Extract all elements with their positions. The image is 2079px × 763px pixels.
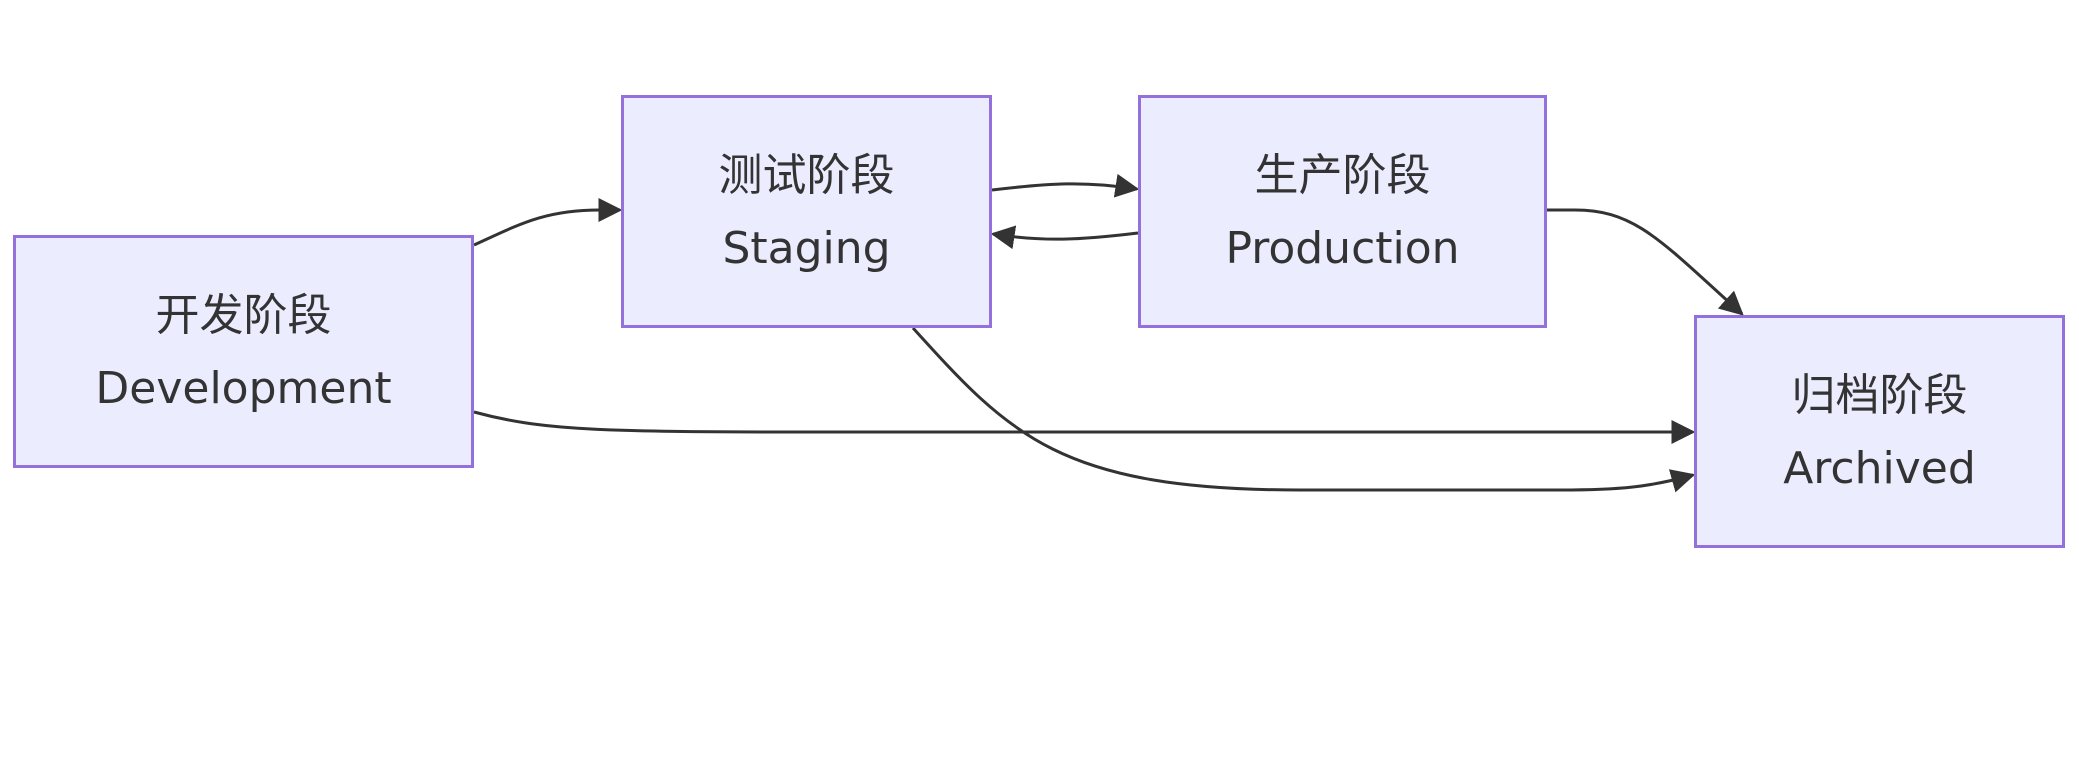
node-staging-en: Staging bbox=[722, 222, 891, 274]
node-production-en: Production bbox=[1225, 222, 1460, 274]
node-development[interactable]: 开发阶段 Development bbox=[13, 235, 474, 468]
node-archived-en: Archived bbox=[1783, 442, 1976, 494]
node-archived[interactable]: 归档阶段 Archived bbox=[1694, 315, 2065, 548]
edge-development-to-staging bbox=[473, 198, 623, 247]
node-production-zh: 生产阶段 bbox=[1254, 149, 1431, 201]
node-staging[interactable]: 测试阶段 Staging bbox=[621, 95, 992, 328]
node-development-en: Development bbox=[95, 362, 392, 414]
edge-production-to-staging bbox=[990, 225, 1139, 250]
node-staging-zh: 测试阶段 bbox=[718, 149, 895, 201]
node-archived-zh: 归档阶段 bbox=[1791, 369, 1968, 421]
node-production[interactable]: 生产阶段 Production bbox=[1138, 95, 1547, 328]
edge-staging-to-archived bbox=[911, 326, 1696, 493]
edge-production-to-archived bbox=[1547, 208, 1744, 316]
edge-staging-to-production bbox=[991, 173, 1140, 198]
node-development-zh: 开发阶段 bbox=[155, 289, 332, 341]
edge-development-to-archived bbox=[473, 410, 1696, 444]
